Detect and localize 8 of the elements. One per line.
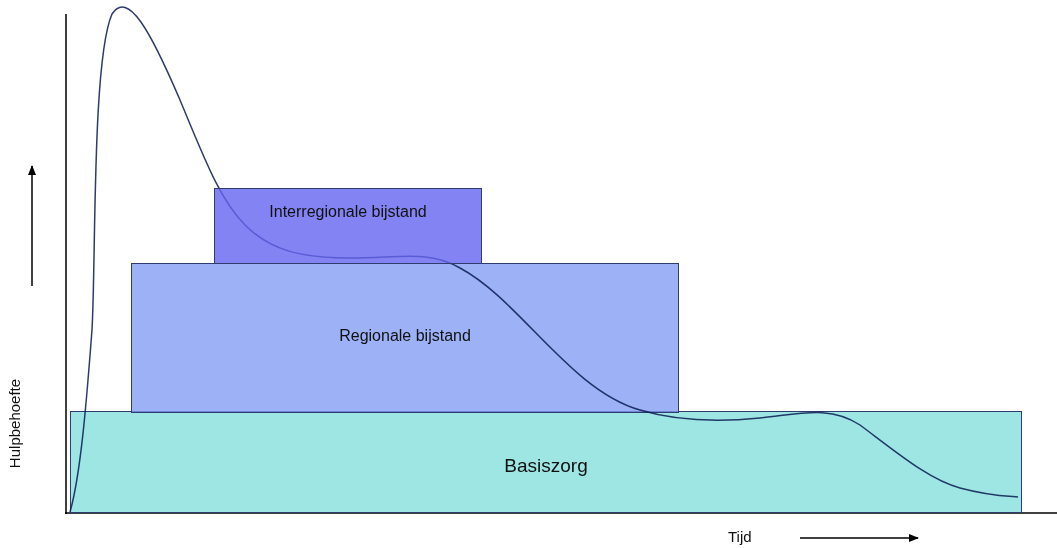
box-label: Regionale bijstand: [339, 327, 471, 345]
level-box: [131, 263, 679, 413]
axis-label: Hulpbehoefte: [6, 378, 24, 469]
level-box: [70, 411, 1022, 513]
axis-label: Tijd: [728, 528, 752, 545]
box-label: Basiszorg: [504, 455, 588, 477]
level-box: [214, 188, 482, 264]
box-label: Interregionale bijstand: [269, 203, 427, 221]
